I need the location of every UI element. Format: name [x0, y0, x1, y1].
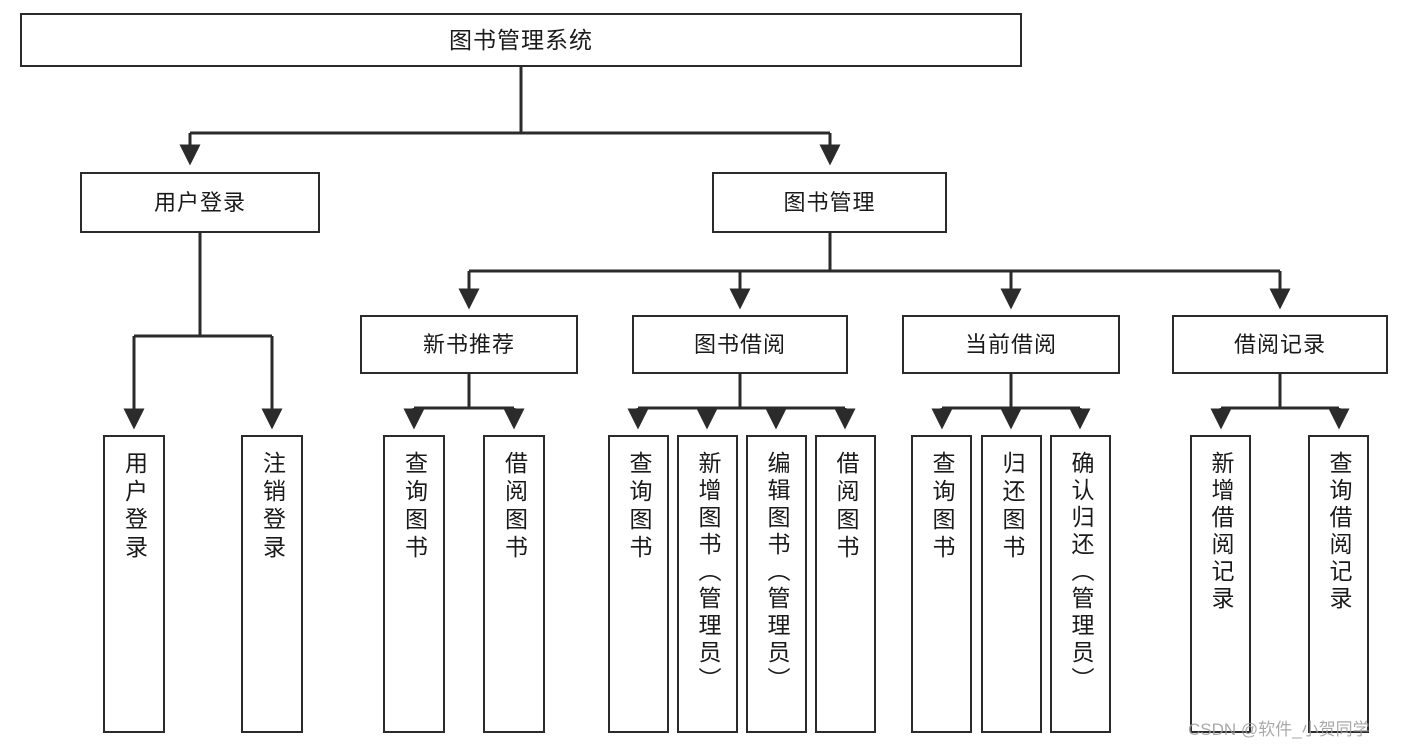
node-label: 查询图书	[626, 451, 652, 563]
node-label: 借阅图书	[501, 451, 528, 563]
leaf-borrow-add-book-admin[interactable]: 新增图书（管理员）	[677, 435, 738, 733]
node-new-book-recommend[interactable]: 新书推荐	[360, 315, 578, 374]
leaf-current-query-book[interactable]: 查询图书	[911, 435, 972, 733]
node-label: 新增借阅记录	[1208, 451, 1234, 613]
leaf-newbook-borrow-book[interactable]: 借阅图书	[483, 435, 545, 733]
node-label: 确认归还（管理员）	[1068, 451, 1094, 694]
node-label: 新书推荐	[422, 331, 515, 357]
node-current-borrow[interactable]: 当前借阅	[902, 315, 1120, 374]
node-label: 图书借阅	[693, 331, 786, 357]
leaf-record-query-record[interactable]: 查询借阅记录	[1308, 435, 1369, 733]
node-label: 注销登录	[259, 451, 286, 563]
node-label: 用户登录	[121, 451, 148, 563]
leaf-user-login[interactable]: 用户登录	[103, 435, 165, 733]
leaf-borrow-edit-book-admin[interactable]: 编辑图书（管理员）	[746, 435, 807, 733]
leaf-current-confirm-return-admin[interactable]: 确认归还（管理员）	[1050, 435, 1111, 733]
leaf-borrow-borrow-book[interactable]: 借阅图书	[815, 435, 876, 733]
leaf-logout[interactable]: 注销登录	[241, 435, 303, 733]
leaf-record-add-record[interactable]: 新增借阅记录	[1190, 435, 1251, 733]
node-label: 图书管理系统	[449, 26, 593, 53]
node-label: 查询图书	[401, 451, 428, 563]
node-label: 用户登录	[153, 189, 246, 215]
node-label: 借阅图书	[833, 451, 859, 563]
node-borrow-record[interactable]: 借阅记录	[1172, 315, 1388, 374]
node-user-login[interactable]: 用户登录	[80, 172, 320, 233]
node-label: 图书管理	[783, 189, 876, 215]
leaf-newbook-query-book[interactable]: 查询图书	[383, 435, 445, 733]
node-label: 归还图书	[999, 451, 1025, 563]
node-root-system[interactable]: 图书管理系统	[20, 13, 1022, 67]
leaf-borrow-query-book[interactable]: 查询图书	[608, 435, 669, 733]
leaf-current-return-book[interactable]: 归还图书	[981, 435, 1042, 733]
node-label: 借阅记录	[1233, 331, 1326, 357]
node-label: 查询借阅记录	[1326, 451, 1352, 613]
node-label: 当前借阅	[964, 331, 1057, 357]
node-book-borrow[interactable]: 图书借阅	[632, 315, 848, 374]
node-label: 新增图书（管理员）	[695, 451, 721, 694]
node-label: 查询图书	[929, 451, 955, 563]
watermark-text: CSDN @软件_小贺同学	[1188, 720, 1370, 739]
node-book-management[interactable]: 图书管理	[712, 172, 947, 233]
node-label: 编辑图书（管理员）	[764, 451, 790, 694]
